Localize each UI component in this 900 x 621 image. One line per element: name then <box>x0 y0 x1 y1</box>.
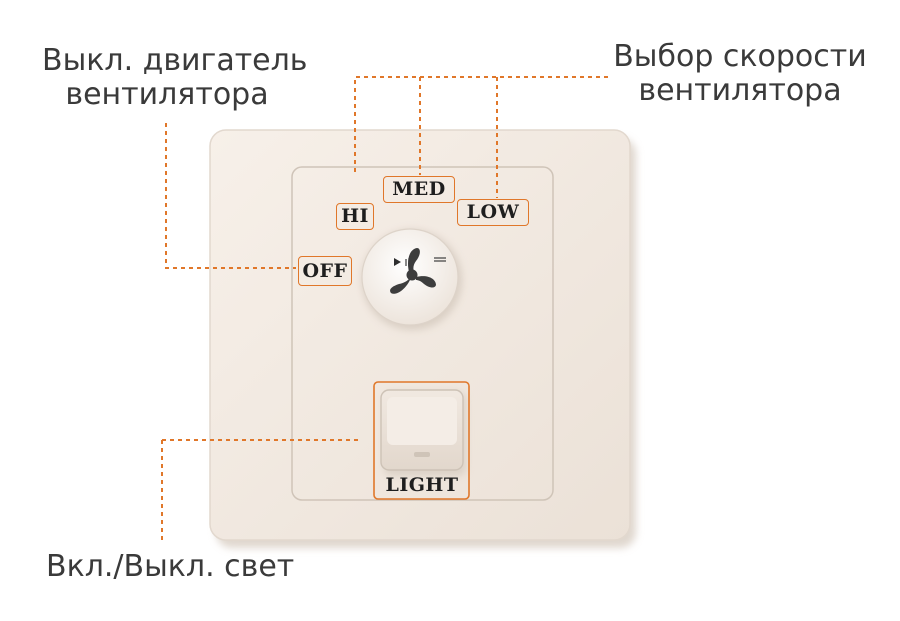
label-light: LIGHT <box>385 474 459 496</box>
label-hi: HI <box>336 203 374 230</box>
caption-light-toggle: Вкл./Выкл. свет <box>46 549 295 584</box>
outer-plate <box>209 129 631 541</box>
light-callout-box <box>373 381 470 500</box>
label-med: MED <box>383 176 455 203</box>
caption-motor-off-line2: вентилятора <box>65 77 269 112</box>
caption-speed-line2: вентилятора <box>638 73 842 108</box>
fan-icon <box>390 248 436 294</box>
rotation-arrow-icon <box>394 258 401 266</box>
caption-motor-off-line1: Выкл. двигатель <box>42 43 308 78</box>
caption-speed-line1: Выбор скорости <box>613 39 867 74</box>
inner-frame <box>291 166 554 501</box>
label-off: OFF <box>298 256 352 286</box>
label-low: LOW <box>457 199 529 226</box>
caption-motor-off: Выкл. двигатель вентилятора <box>42 43 308 112</box>
caption-speed-select: Выбор скорости вентилятора <box>605 40 875 108</box>
